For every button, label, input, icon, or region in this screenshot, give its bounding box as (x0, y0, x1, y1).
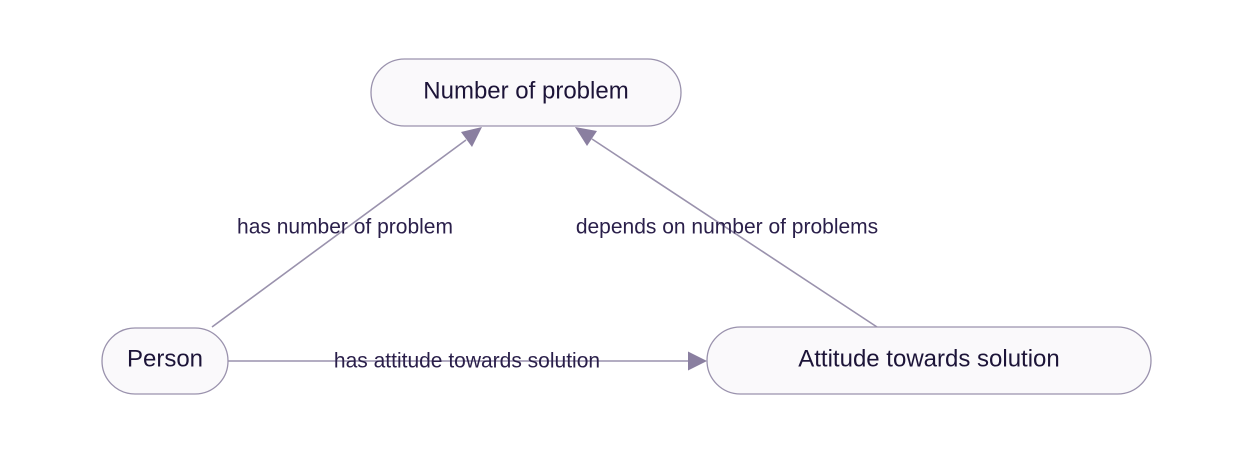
arrowhead-icon (575, 127, 597, 146)
arrowhead-icon (461, 127, 482, 147)
edge-person-to-number-of-problem (211, 127, 482, 328)
edge-label-has-number-of-problem: has number of problem (237, 216, 453, 239)
node-person[interactable]: Person (101, 327, 229, 395)
node-box (101, 327, 229, 395)
node-label: Attitude towards solution (798, 345, 1059, 372)
node-label: Person (127, 345, 203, 372)
node-attitude-towards-solution[interactable]: Attitude towards solution (706, 326, 1152, 395)
edge-line (591, 138, 878, 328)
edge-line (211, 139, 467, 328)
node-box (706, 326, 1152, 395)
arrowhead-icon (688, 351, 707, 371)
edge-person-to-attitude (228, 351, 707, 371)
edge-attitude-to-number-of-problem (575, 127, 878, 328)
edge-label-has-attitude-towards-solution: has attitude towards solution (334, 350, 600, 373)
node-box (370, 58, 682, 127)
node-label: Number of problem (423, 77, 628, 104)
edge-label-depends-on-number-of-problems: depends on number of problems (576, 216, 878, 239)
node-number-of-problem[interactable]: Number of problem (370, 58, 682, 127)
